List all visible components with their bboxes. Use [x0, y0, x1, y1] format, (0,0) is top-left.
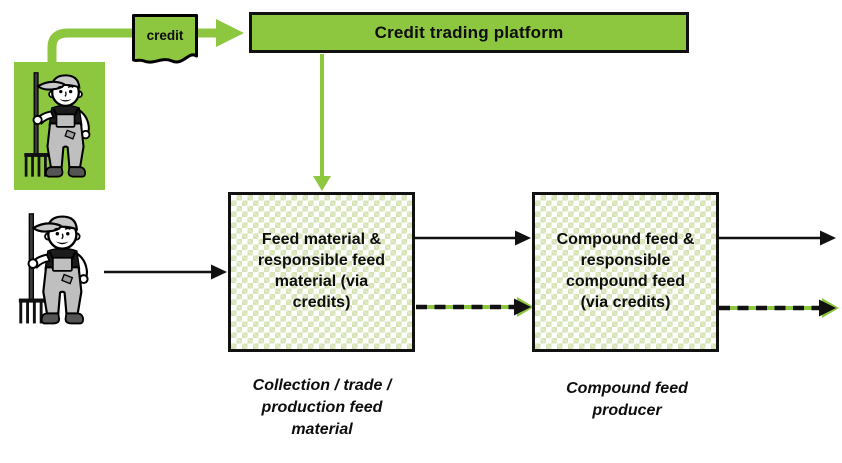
- feed-to-compound-arrow: [415, 230, 531, 246]
- feed-to-compound-credit-arrow: [416, 297, 534, 317]
- credit-supplier-highlight: [14, 62, 105, 190]
- compound-box-caption: Compound feed producer: [566, 380, 688, 419]
- farmer-with-pitchfork-icon: [23, 71, 91, 178]
- credit-document: credit: [131, 13, 199, 69]
- feed-box-caption: Collection / trade / production feed mat…: [252, 377, 392, 438]
- farmer-with-pitchfork-icon: [17, 212, 89, 325]
- compound-feed-label: Compound feed & responsible compound fee…: [556, 231, 695, 311]
- farmer-to-feed-arrow: [104, 264, 227, 280]
- document-icon: [132, 14, 198, 64]
- credit-trading-platform-box: Credit trading platform: [249, 12, 689, 53]
- feed-material-box: Feed material & responsible feed materia…: [228, 192, 415, 352]
- feed-supplier-figure: [8, 203, 104, 337]
- credit-flow-arrow: [47, 19, 244, 66]
- compound-output-arrow: [719, 230, 836, 246]
- compound-feed-box: Compound feed & responsible compound fee…: [532, 192, 719, 352]
- platform-label: Credit trading platform: [374, 22, 564, 42]
- compound-output-credit-arrow: [719, 298, 839, 318]
- feed-material-label: Feed material & responsible feed materia…: [257, 231, 386, 311]
- credit-document-label: credit: [146, 28, 184, 43]
- platform-to-feed-arrow: [313, 54, 331, 191]
